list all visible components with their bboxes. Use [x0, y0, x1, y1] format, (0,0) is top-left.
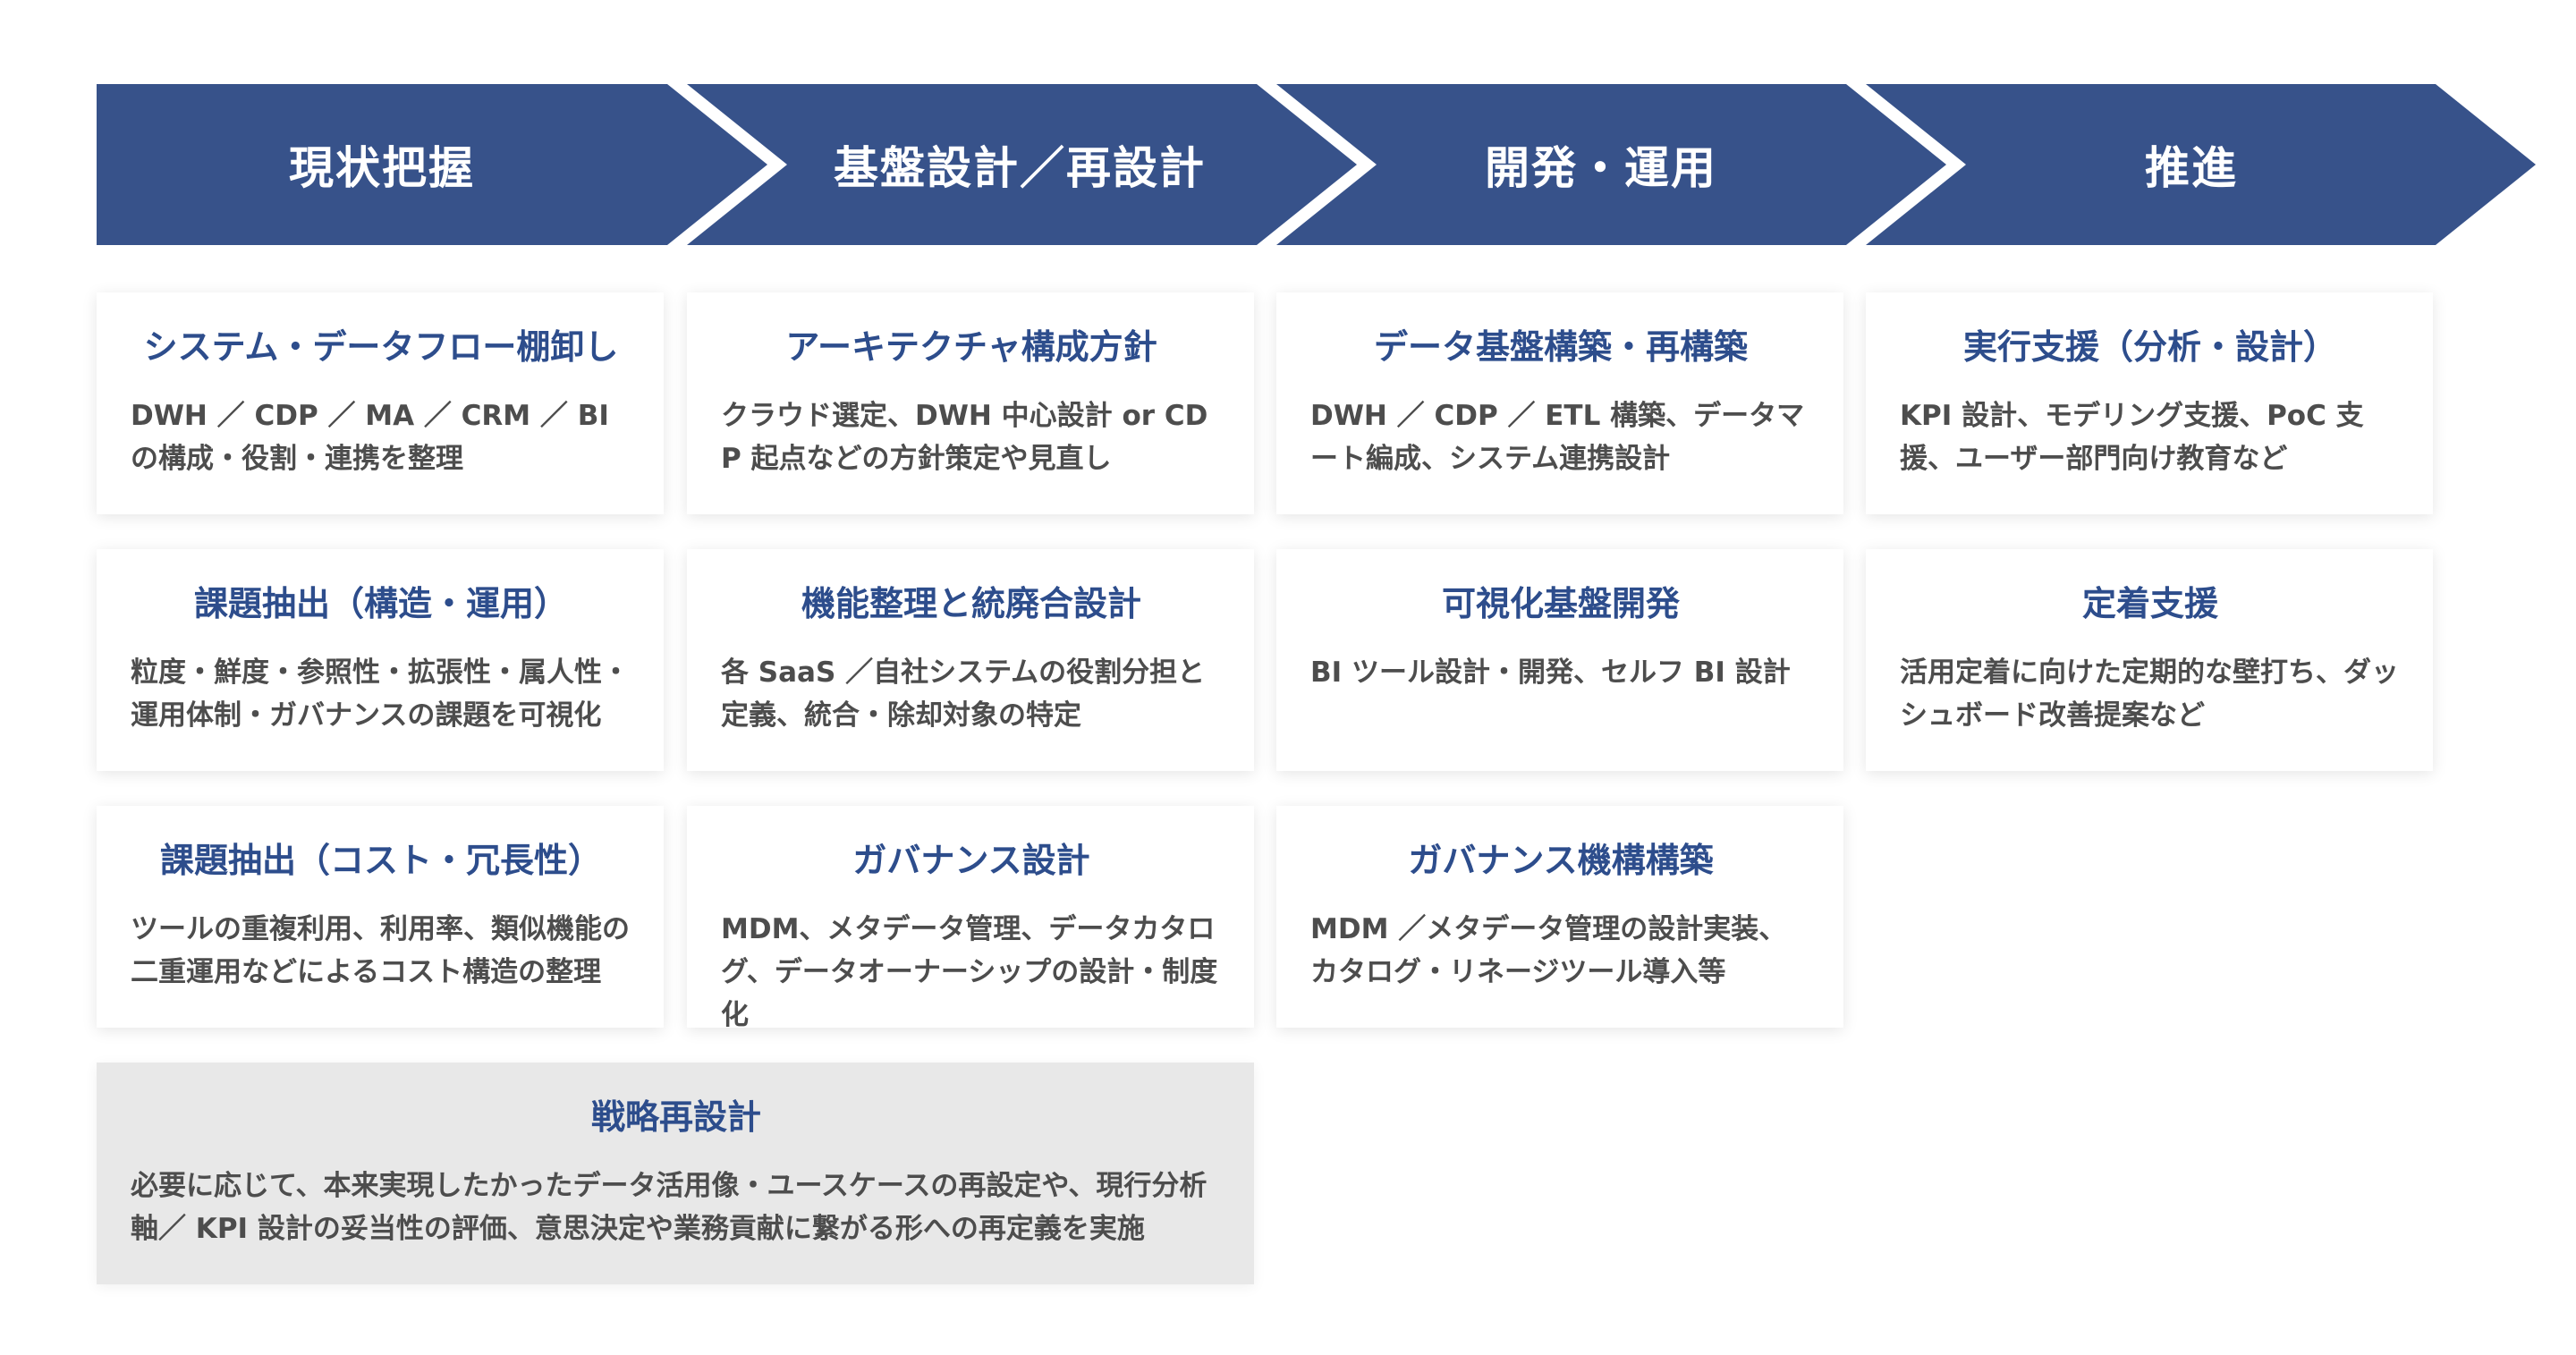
phase-label-1: 現状把握: [289, 142, 475, 194]
card-description: 活用定着に向けた定期的な壁打ち、ダッシュボード改善提案など: [1900, 656, 2399, 732]
card-description: 各 SaaS ／自社システムの役割分担と定義、統合・除却対象の特定: [721, 656, 1206, 732]
card-system-dataflow-inventory: システム・データフロー棚卸し DWH ／ CDP ／ MA ／ CRM ／ BI…: [97, 292, 664, 514]
card-description: DWH ／ CDP ／ MA ／ CRM ／ BI の構成・役割・連携を整理: [131, 400, 609, 475]
phase-label-3: 開発・運用: [1485, 142, 1717, 194]
phase-arrow-3: [1276, 84, 1946, 245]
card-description: BI ツール設計・開発、セルフ BI 設計: [1310, 656, 1791, 689]
card-description: MDM ／メタデータ管理の設計実装、カタログ・リネージツール導入等: [1310, 913, 1787, 988]
card-description: 必要に応じて、本来実現したかったデータ活用像・ユースケースの再設定や、現行分析軸…: [131, 1170, 1208, 1245]
card-title: 課題抽出（コスト・冗長性）: [159, 841, 602, 880]
card-title: 可視化基盤開発: [1441, 584, 1680, 623]
card-issue-extraction-structure: 課題抽出（構造・運用） 粒度・鮮度・参照性・拡張性・属人性・運用体制・ガバナンス…: [97, 549, 664, 771]
card-title: 実行支援（分析・設計）: [1962, 327, 2337, 367]
card-governance-build: ガバナンス機構構築 MDM ／メタデータ管理の設計実装、カタログ・リネージツール…: [1276, 806, 1843, 1028]
card-description: KPI 設計、モデリング支援、PoC 支援、ユーザー部門向け教育など: [1900, 400, 2364, 475]
card-execution-support: 実行支援（分析・設計） KPI 設計、モデリング支援、PoC 支援、ユーザー部門…: [1866, 292, 2433, 514]
phase-arrow-4: [1866, 84, 2536, 245]
card-architecture-policy: アーキテクチャ構成方針 クラウド選定、DWH 中心設計 or CDP 起点などの…: [687, 292, 1254, 514]
card-description: 粒度・鮮度・参照性・拡張性・属人性・運用体制・ガバナンスの課題を可視化: [131, 656, 630, 732]
phase-label-4: 推進: [2145, 142, 2238, 194]
card-description: MDM、メタデータ管理、データカタログ、データオーナーシップの設計・制度化: [721, 913, 1218, 1031]
card-description: ツールの重複利用、利用率、類似機能の二重運用などによるコスト構造の整理: [131, 913, 630, 988]
card-title: 課題抽出（構造・運用）: [193, 584, 568, 623]
card-title: ガバナンス機構構築: [1408, 841, 1714, 880]
card-title: 定着支援: [2081, 584, 2218, 623]
card-title: データ基盤構築・再構築: [1373, 327, 1748, 367]
card-title: アーキテクチャ構成方針: [785, 327, 1157, 367]
card-issue-extraction-cost: 課題抽出（コスト・冗長性） ツールの重複利用、利用率、類似機能の二重運用などによ…: [97, 806, 664, 1028]
phase-label-2: 基盤設計／再設計: [834, 142, 1206, 194]
card-title: システム・データフロー棚卸し: [143, 327, 619, 367]
card-title: 戦略再設計: [590, 1097, 761, 1137]
card-strategy-redesign: 戦略再設計 必要に応じて、本来実現したかったデータ活用像・ユースケースの再設定や…: [97, 1063, 1254, 1284]
phase-arrow-2: [687, 84, 1357, 245]
card-description: クラウド選定、DWH 中心設計 or CDP 起点などの方針策定や見直し: [721, 400, 1208, 475]
card-governance-design: ガバナンス設計 MDM、メタデータ管理、データカタログ、データオーナーシップの設…: [687, 806, 1254, 1031]
card-title: 機能整理と統廃合設計: [801, 584, 1141, 623]
card-visualization-platform: 可視化基盤開発 BI ツール設計・開発、セルフ BI 設計: [1276, 549, 1843, 771]
card-data-platform-build: データ基盤構築・再構築 DWH ／ CDP ／ ETL 構築、データマート編成、…: [1276, 292, 1843, 514]
phase-flow-arrows: [97, 84, 2536, 245]
phase-arrow-1: [97, 84, 767, 245]
card-function-consolidation: 機能整理と統廃合設計 各 SaaS ／自社システムの役割分担と定義、統合・除却対…: [687, 549, 1254, 771]
card-title: ガバナンス設計: [852, 841, 1090, 880]
card-adoption-support: 定着支援 活用定着に向けた定期的な壁打ち、ダッシュボード改善提案など: [1866, 549, 2433, 771]
card-description: DWH ／ CDP ／ ETL 構築、データマート編成、システム連携設計: [1310, 400, 1805, 475]
